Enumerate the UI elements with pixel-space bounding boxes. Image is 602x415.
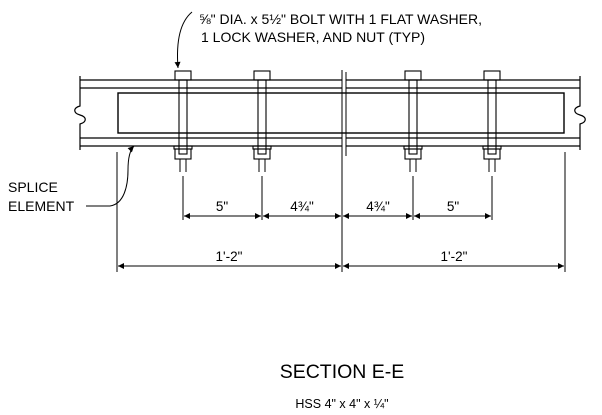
splice-element bbox=[117, 92, 565, 134]
splice-label-line-1: SPLICE bbox=[8, 179, 58, 195]
dim-label-bolt2-joint: 4¾" bbox=[290, 199, 314, 214]
bolt-note-line-2: 1 LOCK WASHER, AND NUT (TYP) bbox=[201, 29, 425, 45]
hss-member bbox=[80, 70, 580, 272]
splice-label-line-2: ELEMENT bbox=[8, 198, 75, 214]
right-break-symbol bbox=[574, 76, 586, 150]
bolt-4 bbox=[482, 70, 502, 172]
section-subtitle: HSS 4" x 4" x ¼" bbox=[295, 397, 388, 411]
left-break-symbol bbox=[74, 76, 86, 150]
dim-label-bolt3-bolt4: 5" bbox=[447, 199, 460, 214]
dim-label-left-half: 1'-2" bbox=[216, 249, 243, 264]
splice-leader bbox=[86, 145, 135, 207]
bolt-note-leader bbox=[174, 11, 193, 69]
dim-label-joint-bolt3: 4¾" bbox=[366, 199, 390, 214]
section-title: SECTION E-E bbox=[280, 361, 405, 383]
bolt-2 bbox=[252, 70, 272, 172]
bolt-3 bbox=[403, 70, 423, 172]
bolt-note-line-1: ⅝" DIA. x 5½" BOLT WITH 1 FLAT WASHER, bbox=[199, 11, 482, 27]
dim-label-right-half: 1'-2" bbox=[441, 249, 468, 264]
extension-lines bbox=[116, 152, 566, 272]
bolt-1 bbox=[173, 70, 193, 172]
dim-label-bolt1-bolt2: 5" bbox=[216, 199, 229, 214]
